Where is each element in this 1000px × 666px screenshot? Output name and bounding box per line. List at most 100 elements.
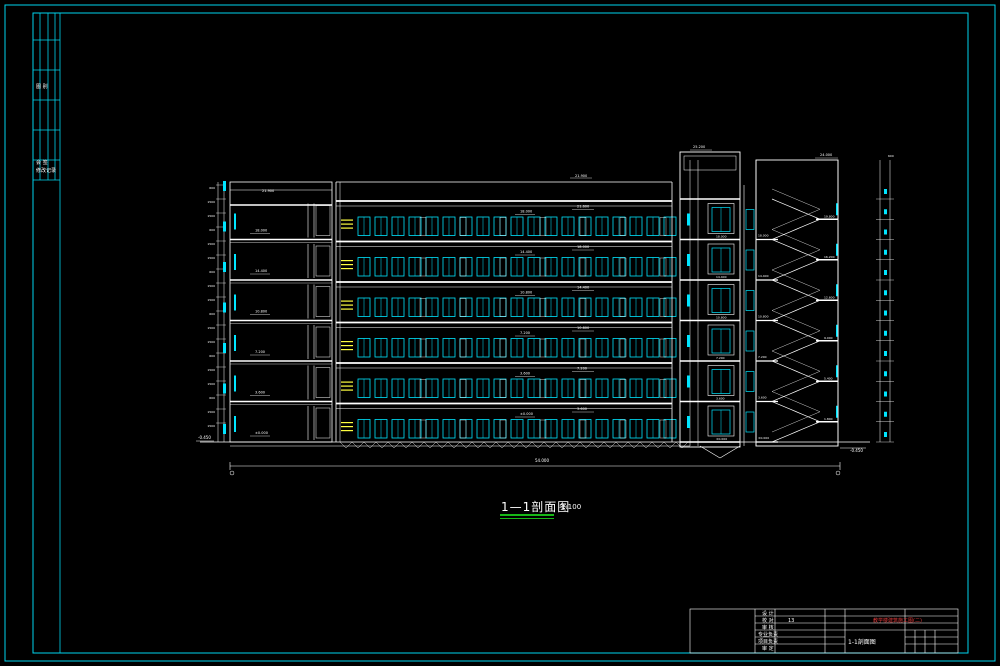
title-block-cell-2: 审 核 — [762, 625, 774, 631]
corridor-railing-accent — [341, 422, 353, 424]
classroom-door — [619, 257, 627, 277]
left-wall-window-mark — [223, 383, 226, 394]
stair-flight-return — [771, 320, 821, 342]
ground-level-left: -0.450 — [198, 435, 211, 440]
title-block-cell-5: 审 定 — [762, 646, 774, 652]
stair-flight-return — [771, 239, 821, 261]
left-wing-door — [315, 245, 331, 277]
classroom-door — [579, 419, 587, 439]
ground-hatch — [471, 441, 479, 449]
classroom-door — [499, 217, 507, 236]
title-underline-thin — [500, 518, 554, 519]
ground-level-right: -0.450 — [850, 448, 863, 453]
ground-hatch — [543, 441, 551, 449]
axis-bubble-right — [835, 470, 841, 476]
ground-hatch — [597, 441, 605, 449]
ground-hatch — [525, 441, 533, 449]
stair-landing-level: 12.600 — [824, 295, 835, 299]
ground-hatch — [627, 441, 635, 449]
corridor-end-window — [745, 371, 755, 392]
left-wall-window-mark — [223, 181, 226, 191]
title-block-sheet-name: 1-1剖面图 — [848, 639, 876, 646]
left-wing-window — [234, 213, 236, 230]
service-tower-outline — [679, 151, 741, 448]
stair-window-mark — [836, 284, 838, 297]
ground-hatch — [387, 441, 395, 449]
ground-hatch — [375, 441, 383, 449]
ground-hatch — [495, 441, 503, 449]
ground-hatch — [447, 441, 455, 449]
left-strip-label-1: 修改记录 — [36, 168, 57, 174]
title-block-cell-3: 专业负责 — [758, 632, 779, 638]
tower-floor-level: ±0.000 — [716, 437, 727, 441]
corridor-railing-accent — [341, 345, 353, 347]
ground-hatch — [357, 441, 365, 449]
main-floor-level-right: 14.400 — [577, 286, 589, 290]
main-roof-level: 21.900 — [575, 174, 587, 178]
tower-window-mark — [687, 254, 690, 266]
classroom-door — [419, 419, 427, 439]
left-binding-strip — [33, 13, 61, 653]
corridor-railing-accent — [341, 223, 353, 225]
stair-flight-up — [771, 380, 821, 402]
corridor-railing-accent — [341, 349, 353, 351]
left-wing-door — [315, 286, 331, 317]
left-floor-level: 10.800 — [255, 310, 267, 314]
main-floor-level: ±0.000 — [520, 412, 533, 416]
stair-roof-level: 24.000 — [820, 153, 832, 157]
corridor-railing-accent — [341, 260, 353, 262]
main-floor-level-right: 10.800 — [577, 326, 589, 330]
stair-floor-level: 14.400 — [758, 274, 769, 278]
tower-floor-level: 7.200 — [716, 356, 725, 360]
right-dim-mark — [884, 391, 887, 397]
classroom-door — [499, 379, 507, 398]
stair-handrail — [771, 350, 821, 372]
ground-hatch — [429, 441, 437, 449]
corridor-railing-accent — [341, 341, 353, 343]
corridor-railing-accent — [341, 426, 353, 428]
stair-handrail — [771, 411, 821, 433]
left-wing-outline — [229, 181, 333, 443]
corridor-railing-accent — [341, 219, 353, 221]
left-wing-window — [234, 335, 236, 351]
right-dim-mark — [884, 249, 887, 255]
classroom-door — [499, 338, 507, 358]
stair-handrail — [771, 310, 821, 331]
elevator-door-frame — [707, 284, 735, 315]
stair-handrail — [771, 188, 821, 210]
stair-floor-level: 7.200 — [758, 355, 767, 359]
elevator-door-frame — [707, 324, 735, 356]
left-dim-text: 1500 — [207, 424, 215, 428]
tower-window-mark — [687, 294, 690, 307]
left-wing-door — [315, 367, 331, 398]
classroom-door — [419, 379, 427, 398]
ground-hatch — [639, 441, 647, 449]
right-dim-mark — [884, 371, 887, 377]
stair-handrail — [771, 249, 821, 271]
classroom-door — [459, 338, 467, 358]
ground-hatch — [477, 441, 485, 449]
ground-hatch — [441, 441, 449, 449]
ground-hatch — [483, 441, 491, 449]
ground-hatch — [555, 441, 563, 449]
left-wing-door — [315, 205, 331, 236]
ground-hatch — [663, 441, 671, 449]
ground-hatch — [489, 441, 497, 449]
section-drawing: 54.000-0.450-0.4506001500150060015001500… — [196, 145, 894, 476]
title-block — [689, 608, 959, 654]
title-block-project-name: 教学楼建筑施工图(二) — [873, 618, 922, 624]
main-floor-level-right: 18.000 — [577, 245, 589, 249]
ground-hatch — [531, 441, 539, 449]
left-dim-text: 600 — [209, 186, 215, 190]
left-floor-level: 14.400 — [255, 269, 267, 273]
elevator-door-frame — [707, 243, 735, 275]
title-block-cell-4: 项目负责 — [758, 639, 779, 645]
ground-hatch — [567, 441, 575, 449]
ground-hatch — [657, 441, 665, 449]
stair-flight-up — [771, 299, 821, 321]
stair-flight-return — [771, 198, 821, 220]
tower-window-mark — [687, 375, 690, 388]
stair-flight-up — [771, 421, 821, 443]
